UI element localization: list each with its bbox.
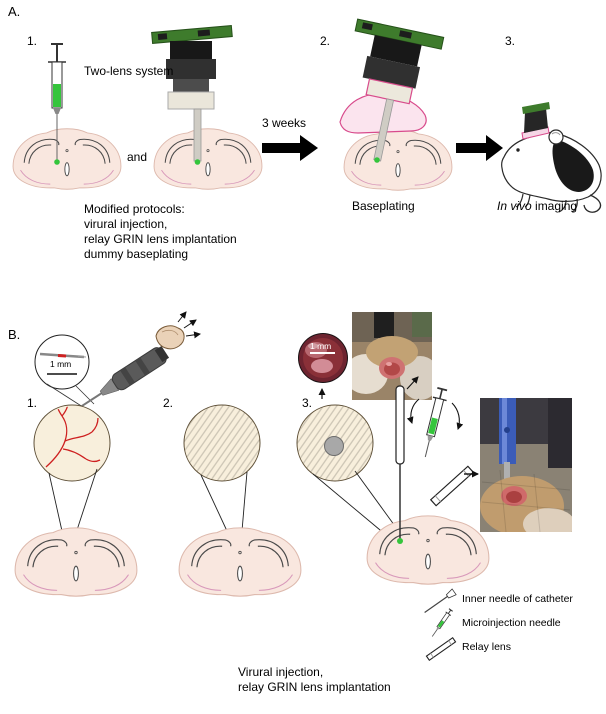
zoom-lines-b2 <box>200 471 248 532</box>
mouse-illustration <box>501 102 602 213</box>
protocols-line-2: virural injection, <box>84 217 168 231</box>
syringe-icon <box>48 43 66 165</box>
needle-scale-label: 1 mm <box>50 359 72 369</box>
injector-icon <box>80 345 170 408</box>
panel-a-label: A. <box>8 4 21 19</box>
lens-site-dot <box>374 157 380 163</box>
and-label: and <box>127 150 148 164</box>
step-a1-label: 1. <box>27 34 38 48</box>
brain-section-a2 <box>153 128 263 190</box>
protocols-line-4: dummy baseplating <box>84 247 189 261</box>
legend-relay-lens-label: Relay lens <box>462 641 512 653</box>
photo-lens-view <box>298 333 348 383</box>
panel-b-caption: Virural injection, relay GRIN lens impla… <box>238 665 391 695</box>
tissue-flap-icon <box>155 311 201 350</box>
panel-b-label: B. <box>8 327 21 342</box>
legend-inner-needle-label: Inner needle of catheter <box>462 593 573 605</box>
brain-section-a3 <box>343 129 453 191</box>
step-a3-label: 3. <box>505 34 516 48</box>
withdraw-arrow-icon <box>406 376 419 390</box>
needle-zoom-circle <box>34 334 95 410</box>
baseplating-label: Baseplating <box>352 199 415 213</box>
caption-line-1: Virural injection, <box>238 665 324 679</box>
protocols-line-3: relay GRIN lens implantation <box>84 232 237 246</box>
legend-microinjection-label: Microinjection needle <box>462 617 561 629</box>
injection-site-dot <box>54 159 60 165</box>
brain-section-b3 <box>366 515 490 585</box>
rotation-arrow-right-icon <box>451 402 464 430</box>
mouse-tail <box>583 194 602 213</box>
mouse-eye <box>516 148 520 152</box>
relay-lens-icon <box>429 465 475 507</box>
miniscope-baseplate-icon <box>354 18 445 162</box>
protocols-text: Modified protocols: virural injection, r… <box>84 202 237 262</box>
legend-microinjection-icon <box>431 608 453 637</box>
stripe-circle <box>183 404 261 482</box>
legend-inner-needle-icon <box>424 588 457 613</box>
legend-relay-lens-icon <box>425 637 457 661</box>
caption-line-2: relay GRIN lens implantation <box>238 680 391 694</box>
arrow-right-icon <box>262 135 318 161</box>
duration-label: 3 weeks <box>262 116 307 130</box>
needle-red-mark <box>57 354 67 358</box>
vessel-circle <box>33 404 111 482</box>
lens-circle <box>296 404 374 482</box>
two-lens-label: Two-lens system <box>84 64 174 78</box>
surgery-photo-top <box>352 312 432 400</box>
invivo-rest: imaging <box>531 199 578 213</box>
photo-scale-label: 1 mm <box>310 341 332 351</box>
surgery-photo-right <box>480 398 572 532</box>
implanted-lens-dot <box>324 436 344 456</box>
zoom-lines-b3 <box>312 470 401 541</box>
step-a2-label: 2. <box>320 34 331 48</box>
rotation-arrow-left-icon <box>406 398 420 424</box>
step-b1-label: 1. <box>27 396 38 410</box>
arrow-right-icon-2 <box>456 135 503 161</box>
injection-site-dot <box>397 538 403 544</box>
step-b2-label: 2. <box>163 396 174 410</box>
brain-section-a1 <box>12 128 122 190</box>
grin-lens-probe <box>193 108 202 162</box>
lens-site-dot <box>194 159 201 165</box>
brain-section-b1 <box>14 527 138 597</box>
brain-section-b2 <box>178 527 302 597</box>
invivo-label: In vivo imaging <box>497 199 577 213</box>
mouse-ear <box>548 129 564 145</box>
zoom-lines-b1 <box>48 468 98 532</box>
microinjection-syringe-icon <box>424 387 448 458</box>
invivo-italic: In vivo <box>497 199 532 213</box>
step-b3-label: 3. <box>302 396 313 410</box>
protocols-line-1: Modified protocols: <box>84 202 185 216</box>
head-mounted-miniscope-icon <box>521 102 550 140</box>
miniscope-icon <box>151 24 233 165</box>
catheter-needle-icon <box>395 376 419 544</box>
